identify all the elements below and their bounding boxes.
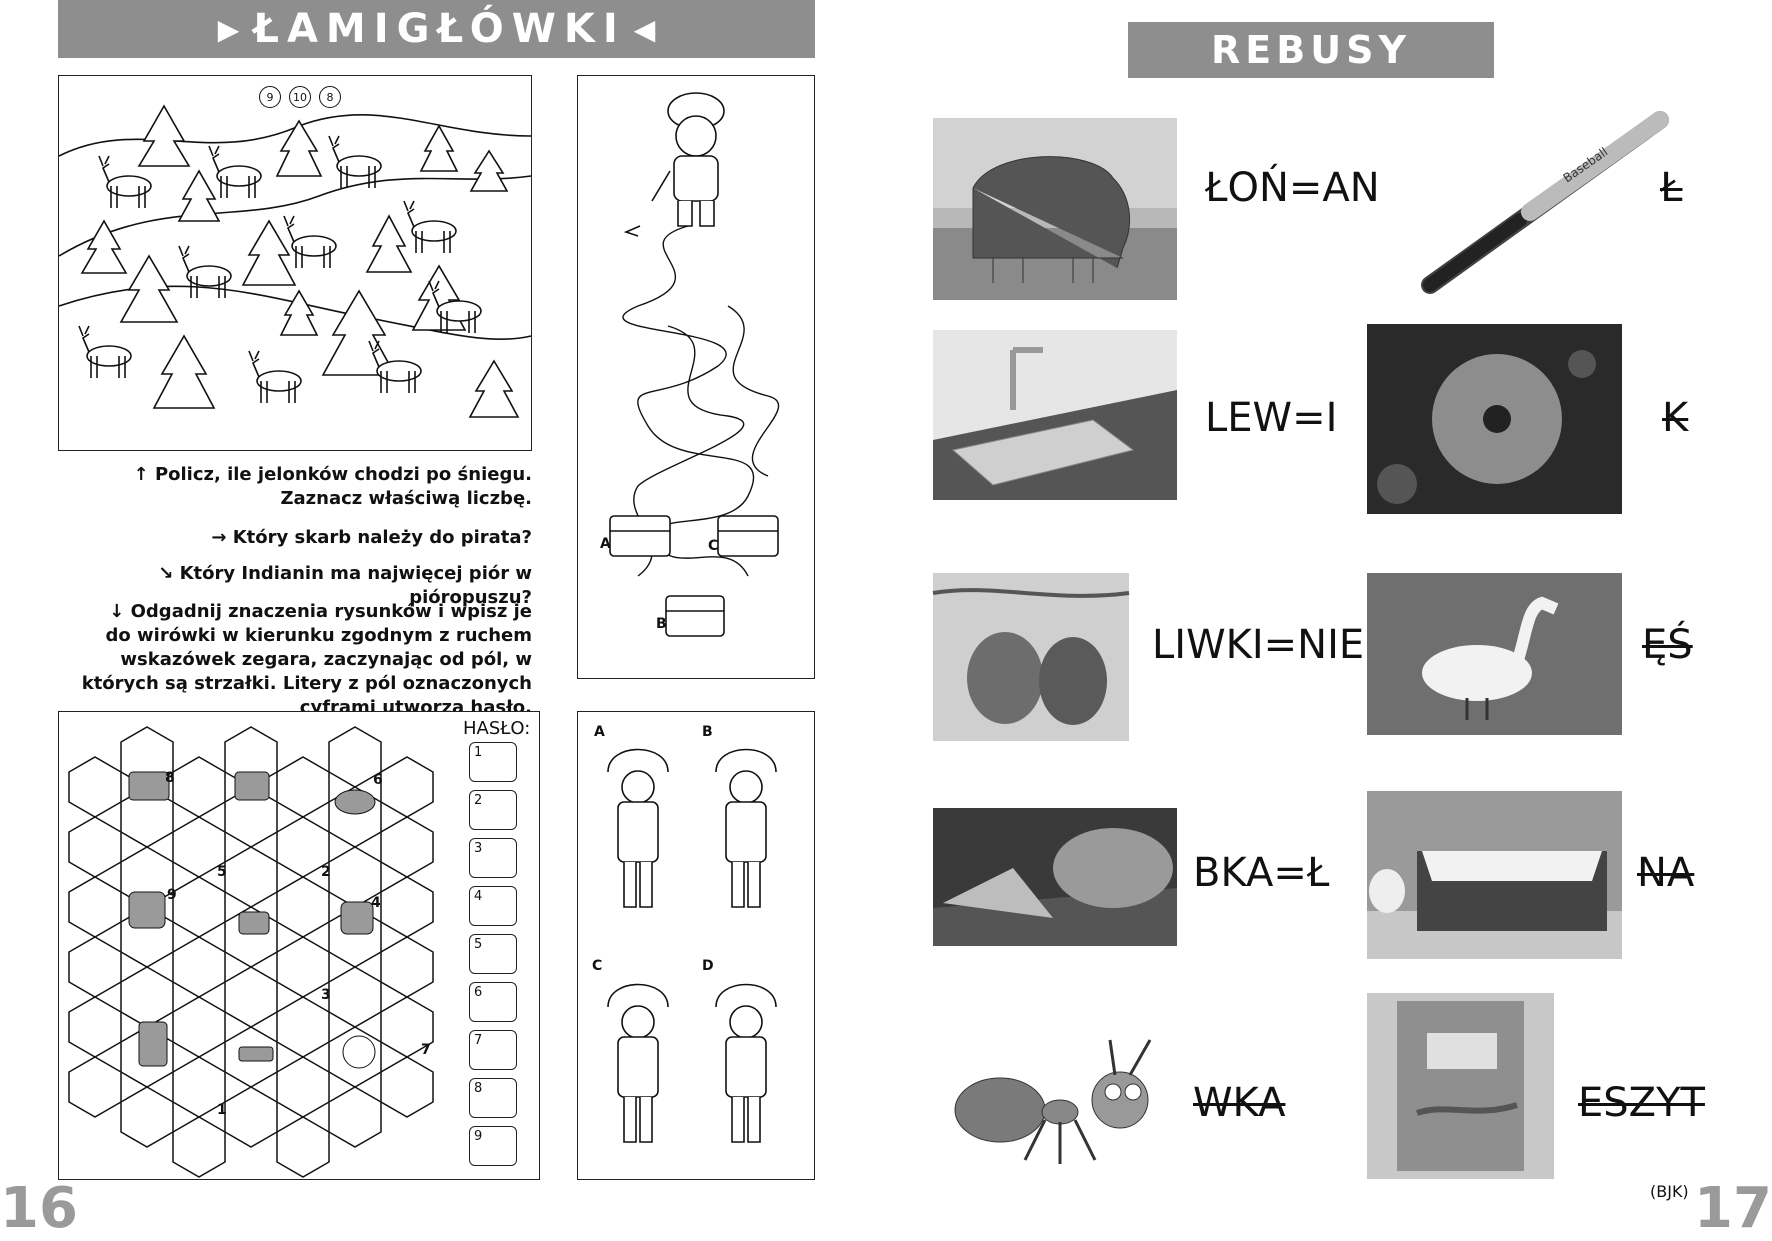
haslo-boxes: 1 2 3 4 5 6 7 8 9	[469, 742, 517, 1166]
count-option-10[interactable]: 10	[289, 86, 311, 108]
right-title-banner: REBUSY	[1128, 22, 1494, 78]
hex-number: 7	[421, 1042, 431, 1058]
haslo-label: HASŁO:	[463, 718, 531, 739]
deer-forest-illustration	[58, 104, 532, 418]
treasure-label-a: A	[600, 536, 611, 552]
haslo-box-number: 9	[474, 1129, 483, 1144]
hex-number: 6	[373, 772, 383, 788]
sink-photo	[933, 330, 1177, 500]
left-title-banner: ▶ ŁAMIGŁÓWKI ◀	[58, 0, 815, 58]
rebus-3-tail: ĘŚ	[1642, 622, 1693, 668]
hex-number: 4	[371, 895, 381, 911]
haslo-box-4[interactable]: 4	[469, 886, 517, 926]
haslo-box-number: 6	[474, 985, 483, 1000]
haslo-box-number: 7	[474, 1033, 483, 1048]
count-option-9[interactable]: 9	[259, 86, 281, 108]
instruction-text: Który Indianin ma najwięcej piór w pióro…	[179, 563, 532, 608]
indian-label-a: A	[594, 724, 605, 740]
credit-text: (BJK)	[1650, 1182, 1689, 1201]
hex-number: 9	[167, 887, 177, 903]
hex-number: 5	[217, 864, 227, 880]
instruction-pirate: → Który skarb należy do pirata?	[110, 526, 532, 550]
elephant-photo	[933, 118, 1177, 300]
rebus-2-formula: LEW=I	[1205, 395, 1338, 441]
bathtub-photo	[1367, 791, 1622, 959]
haslo-box-2[interactable]: 2	[469, 790, 517, 830]
arrow-right-icon: ▶	[217, 12, 240, 46]
hex-pictures	[128, 771, 376, 1069]
indian-label-b: B	[702, 724, 713, 740]
haslo-box-6[interactable]: 6	[469, 982, 517, 1022]
hexagon-grid	[68, 726, 434, 1178]
rebus-5-tail: ESZYT	[1578, 1080, 1705, 1126]
hexagon-puzzle-frame: 8 6 5 2 9 4 3 7 1 HASŁO: 1 2 3 4 5 6 7 8…	[58, 711, 540, 1180]
haslo-box-number: 3	[474, 841, 483, 856]
pirate-maze-illustration	[609, 92, 780, 637]
haslo-box-number: 8	[474, 1081, 483, 1096]
haslo-box-7[interactable]: 7	[469, 1030, 517, 1070]
goose-photo	[1367, 573, 1622, 735]
indian-label-d: D	[702, 958, 714, 974]
baseball-bat-image: Baseball	[1410, 100, 1690, 300]
rebus-4-formula: BKA=Ł	[1193, 850, 1330, 896]
arrow-left-icon: ◀	[633, 12, 656, 46]
rebus-3-formula: LIWKI=NIE	[1152, 622, 1365, 668]
haslo-box-5[interactable]: 5	[469, 934, 517, 974]
hex-number: 3	[321, 987, 331, 1003]
rebus-2-tail: K	[1662, 395, 1689, 441]
hex-number: 1	[217, 1102, 227, 1118]
indian-label-c: C	[592, 958, 603, 974]
poppy-photo	[1367, 324, 1622, 514]
haslo-box-1[interactable]: 1	[469, 742, 517, 782]
instruction-deer: ↑ Policz, ile jelonków chodzi po śniegu.…	[110, 463, 532, 511]
treasure-label-c: C	[708, 538, 719, 554]
instruction-indian: ↘ Który Indianin ma najwięcej piór w pió…	[60, 562, 532, 610]
arrow-up-icon: ↑	[133, 464, 155, 485]
ant-image	[945, 1030, 1177, 1180]
haslo-box-9[interactable]: 9	[469, 1126, 517, 1166]
treasure-chest-group	[609, 515, 779, 637]
treasure-label-b: B	[656, 616, 667, 632]
rebus-1-tail: Ł	[1660, 165, 1683, 211]
left-page-number: 16	[0, 1176, 78, 1241]
rebus-4-tail: NA	[1637, 850, 1695, 896]
instruction-text: Policz, ile jelonków chodzi po śniegu. Z…	[154, 464, 532, 509]
arrow-down-icon: ↓	[109, 601, 131, 622]
pirate-figure	[651, 92, 725, 227]
instruction-text: Odgadnij znaczenia rysunków i wpisz je d…	[81, 601, 532, 718]
haslo-box-number: 2	[474, 793, 483, 808]
tree-group	[80, 104, 520, 418]
count-option-8[interactable]: 8	[319, 86, 341, 108]
hex-number: 8	[165, 770, 175, 786]
rebus-1-formula: ŁOŃ=AN	[1205, 165, 1380, 211]
right-page-number: 17	[1694, 1176, 1772, 1241]
pirate-maze-frame: A C B	[577, 75, 815, 679]
plums-photo	[932, 573, 1130, 741]
arrow-right-small-icon: →	[211, 527, 233, 548]
deer-count-options: 9 10 8	[259, 86, 341, 108]
haslo-box-number: 5	[474, 937, 483, 952]
rebus-5-formula: WKA	[1193, 1080, 1286, 1126]
indians-puzzle-frame: A B C D	[577, 711, 815, 1180]
haslo-box-8[interactable]: 8	[469, 1078, 517, 1118]
haslo-box-number: 4	[474, 889, 483, 904]
right-title: REBUSY	[1211, 28, 1411, 72]
cake-photo	[933, 808, 1177, 946]
deer-group	[78, 135, 482, 403]
notebook-photo	[1367, 993, 1554, 1179]
arrow-down-right-icon: ↘	[158, 563, 180, 584]
instruction-hexagon: ↓ Odgadnij znaczenia rysunków i wpisz je…	[80, 600, 532, 720]
hex-number: 2	[321, 864, 331, 880]
haslo-box-3[interactable]: 3	[469, 838, 517, 878]
left-title: ŁAMIGŁÓWKI	[253, 6, 626, 52]
haslo-box-number: 1	[474, 745, 483, 760]
deer-puzzle-frame: 9 10 8	[58, 75, 532, 451]
instruction-text: Który skarb należy do pirata?	[232, 527, 532, 548]
indians-illustration	[607, 748, 777, 1143]
